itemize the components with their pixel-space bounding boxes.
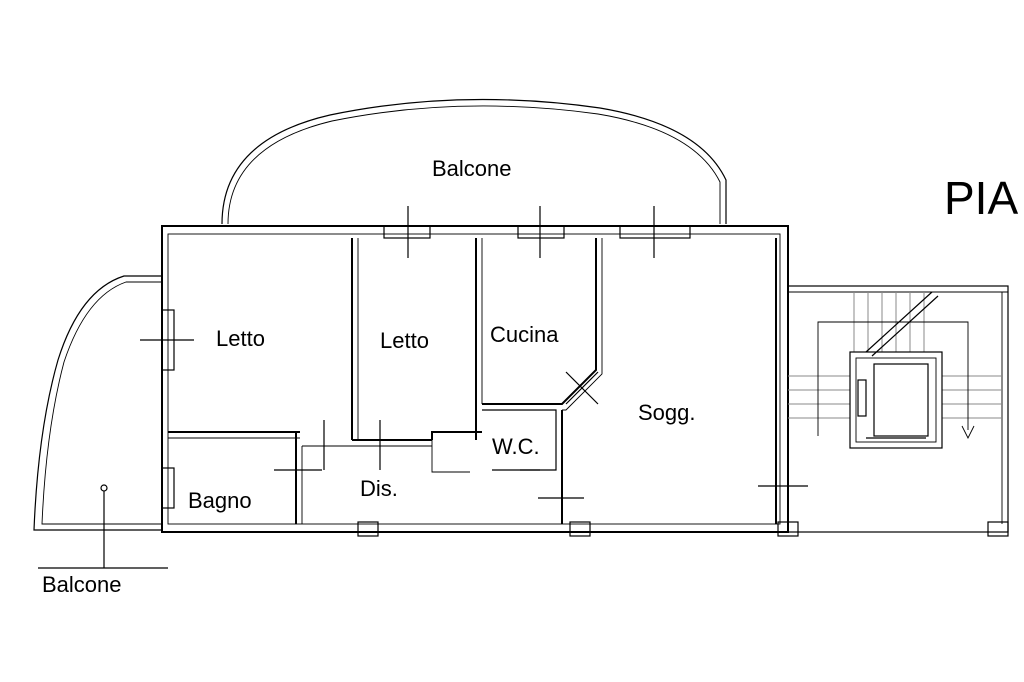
stair-diagonal-b [871, 295, 939, 357]
elevator-cabin [873, 363, 929, 437]
stair-handrail [817, 321, 969, 436]
label-wc: W.C. [492, 434, 540, 459]
top-balcony-outline [221, 98, 727, 225]
pillar-1 [357, 521, 379, 537]
wall-wc-top [431, 431, 482, 440]
elevator-shaft-inner [855, 357, 937, 443]
window-bagno-left [161, 467, 175, 509]
label-letto-2: Letto [380, 328, 429, 353]
door-marks [140, 206, 808, 499]
label-floor-title: PIA [944, 172, 1018, 224]
left-balcony-outline [33, 275, 162, 531]
label-letto-1: Letto [216, 326, 265, 351]
elevator-shaft [849, 351, 943, 449]
wall-cucina-sogg [482, 238, 597, 405]
label-sogg: Sogg. [638, 400, 696, 425]
label-bagno: Bagno [188, 488, 252, 513]
stair-treads [788, 292, 1002, 419]
window-letto2-top [383, 225, 431, 239]
pillar-4 [987, 521, 1009, 537]
window-cucina-top [517, 225, 565, 239]
label-balcone-top: Balcone [432, 156, 512, 181]
label-dis: Dis. [360, 476, 398, 501]
label-cucina: Cucina [490, 322, 559, 347]
pillar-2 [569, 521, 591, 537]
elevator-counterweight [857, 379, 867, 417]
top-balcony-inner [227, 105, 721, 225]
balcony-pointer-dot [100, 484, 108, 492]
wall-wc-left [431, 440, 470, 473]
stair-block-outline [787, 285, 1009, 533]
stair-arrow [961, 425, 975, 440]
wall-cucina-sogg-b [562, 238, 603, 411]
stair-diagonal [865, 291, 933, 353]
outer-wall-inner-line [167, 233, 781, 525]
window-sogg-top [619, 225, 691, 239]
label-balcone-left: Balcone [42, 572, 122, 597]
left-balcony-inner [41, 281, 162, 525]
